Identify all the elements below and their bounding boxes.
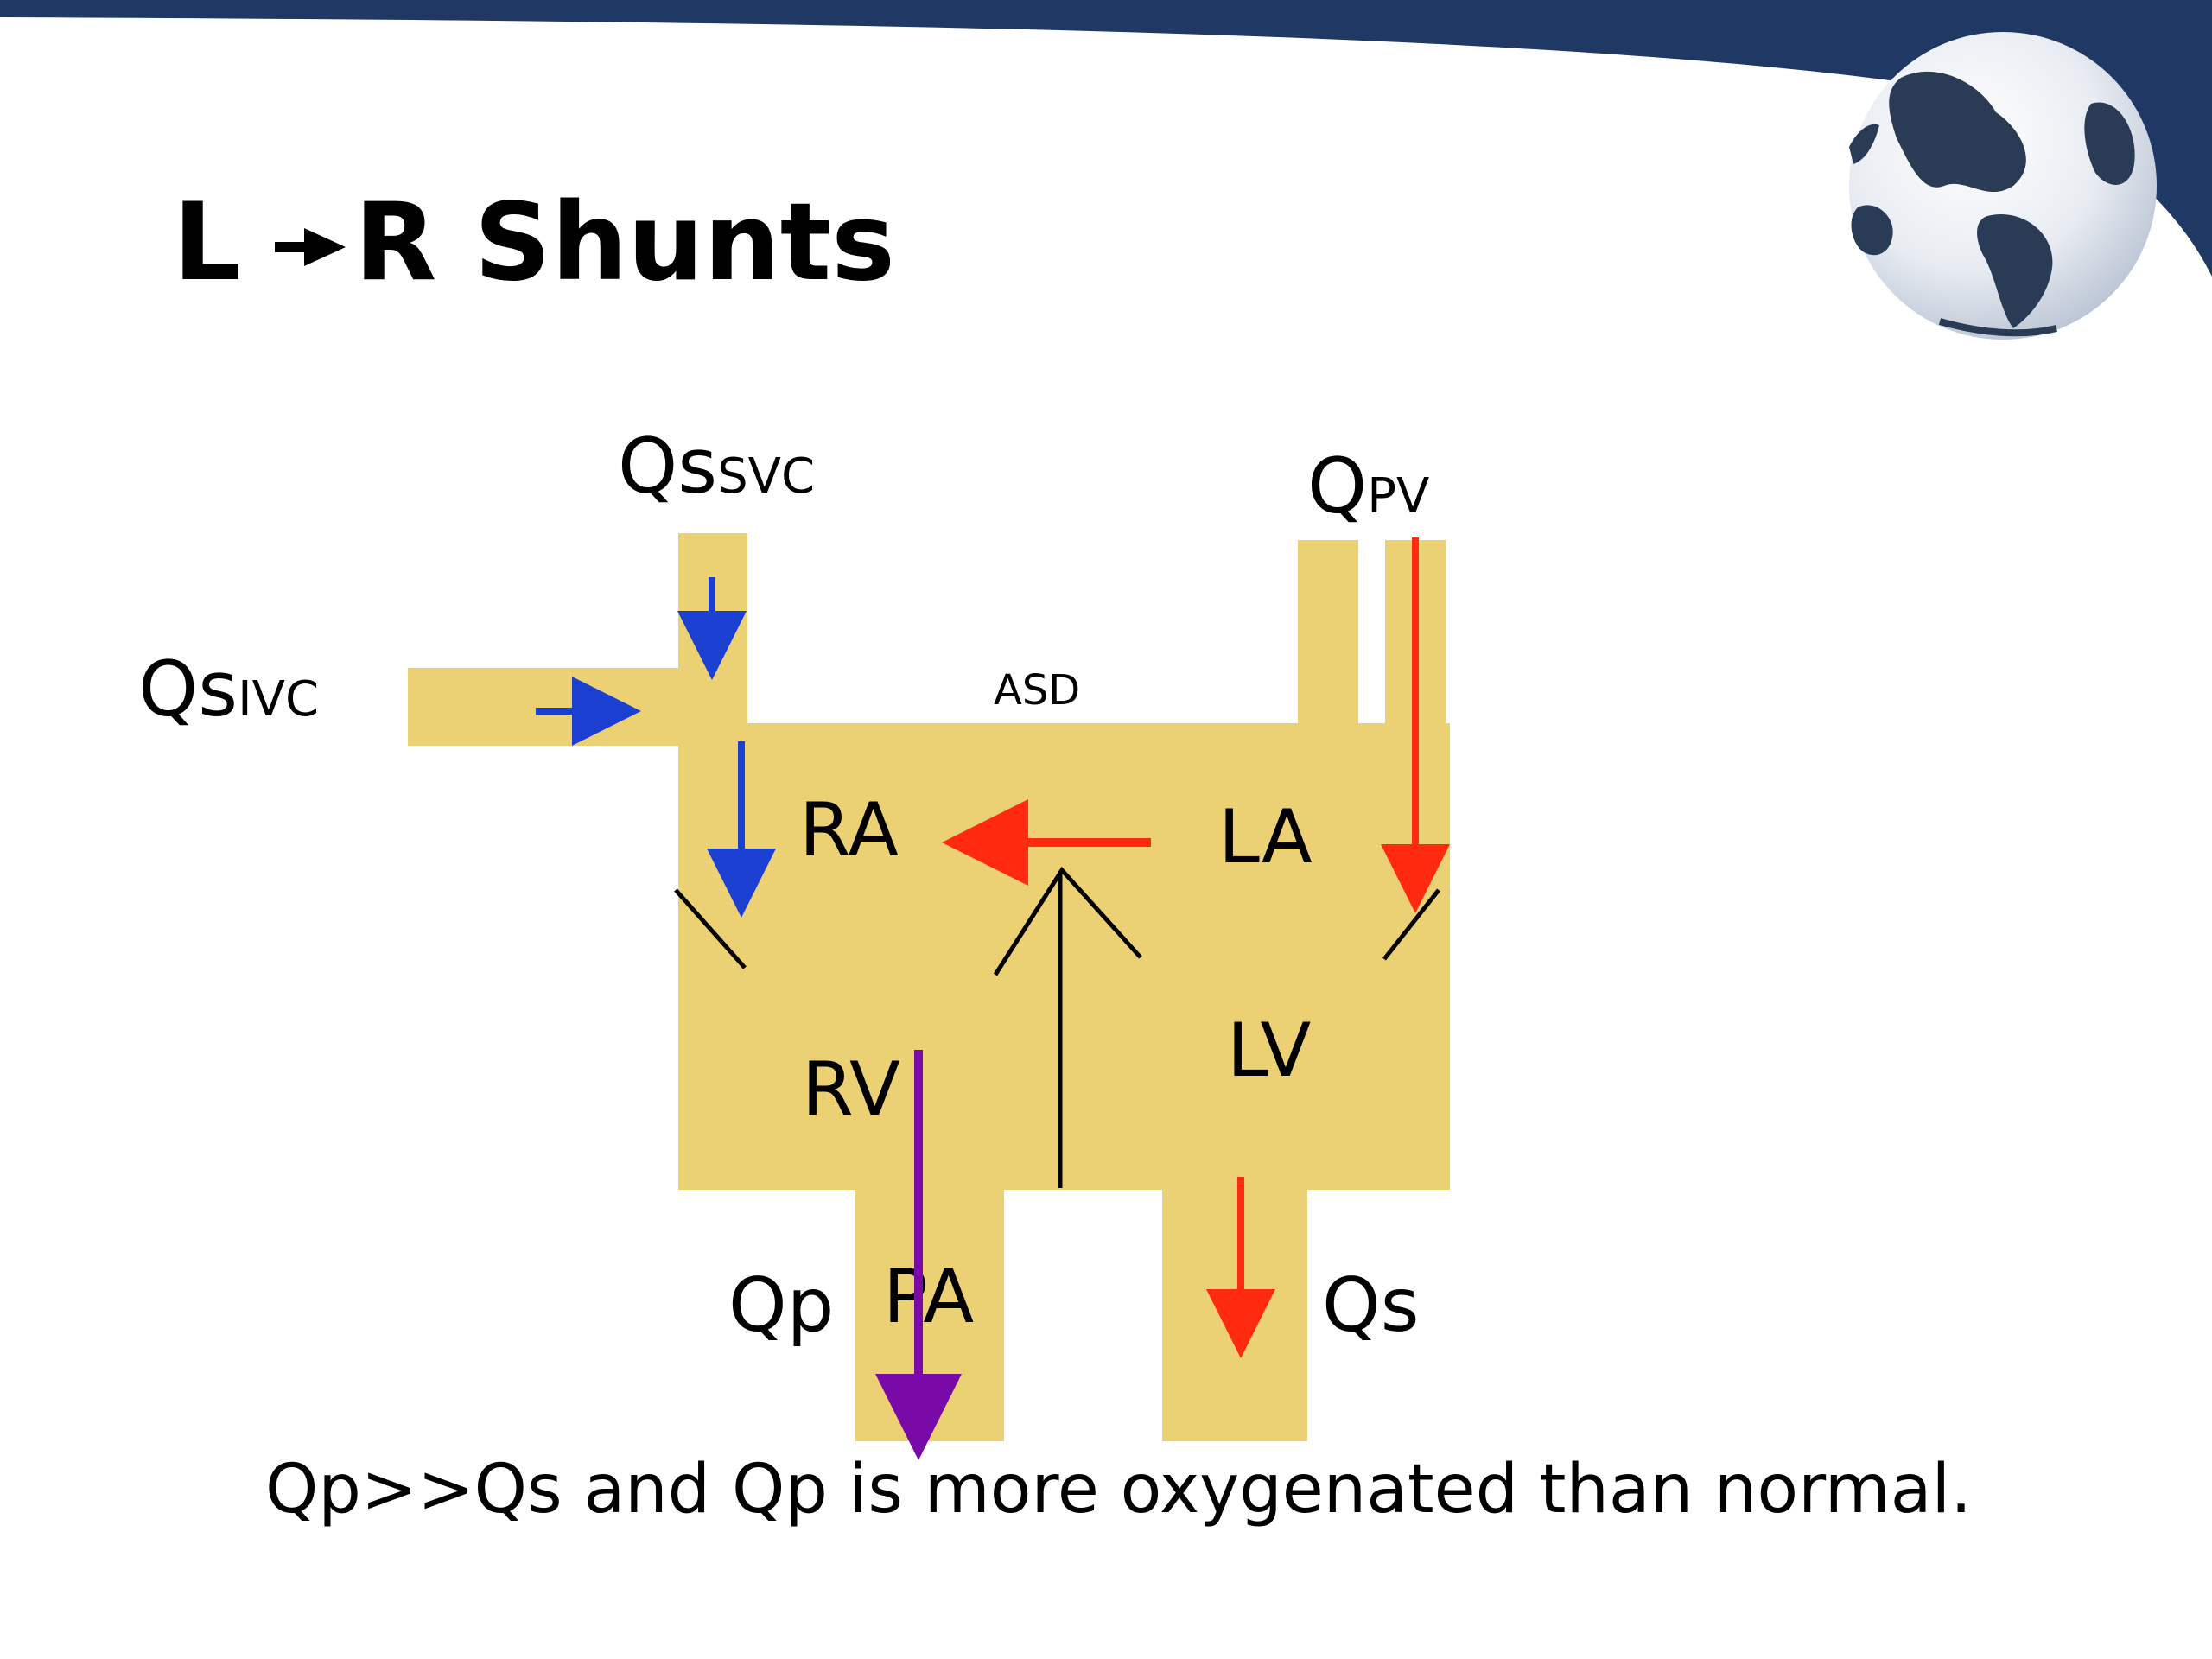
label-q-pv: QPV [1307, 442, 1429, 531]
globe-icon [1849, 32, 2157, 340]
aorta [1162, 1184, 1307, 1441]
slide-title: L R Shunts [173, 181, 895, 305]
septum-arrowhead [993, 866, 1142, 976]
heart-chambers [678, 723, 1450, 1190]
label-qs-out: Qs [1322, 1262, 1420, 1349]
label-ra: RA [799, 787, 899, 874]
title-left: L [173, 181, 241, 305]
tricuspid-valve [674, 888, 747, 969]
label-qp: Qp [728, 1262, 834, 1349]
header-banner [0, 0, 2212, 276]
diagram-labels: QsSVC QPV QsIVC ASD RA LA RV LV PA Qp Qs [138, 422, 1429, 1349]
right-arrow-icon [275, 228, 346, 266]
label-qs-svc: QsSVC [618, 422, 815, 511]
label-lv: LV [1227, 1007, 1311, 1094]
label-pa: PA [883, 1254, 974, 1340]
title-right: R Shunts [354, 181, 895, 305]
label-qs-ivc: QsIVC [138, 645, 319, 734]
label-la: LA [1218, 794, 1313, 880]
heart-diagram [408, 533, 1450, 1441]
label-rv: RV [802, 1046, 900, 1133]
label-asd: ASD [994, 666, 1080, 715]
flow-arrows [536, 537, 1450, 1358]
pulmonary-vein-left [1298, 540, 1358, 726]
slide-caption: Qp>>Qs and Qp is more oxygenated than no… [265, 1451, 1972, 1529]
